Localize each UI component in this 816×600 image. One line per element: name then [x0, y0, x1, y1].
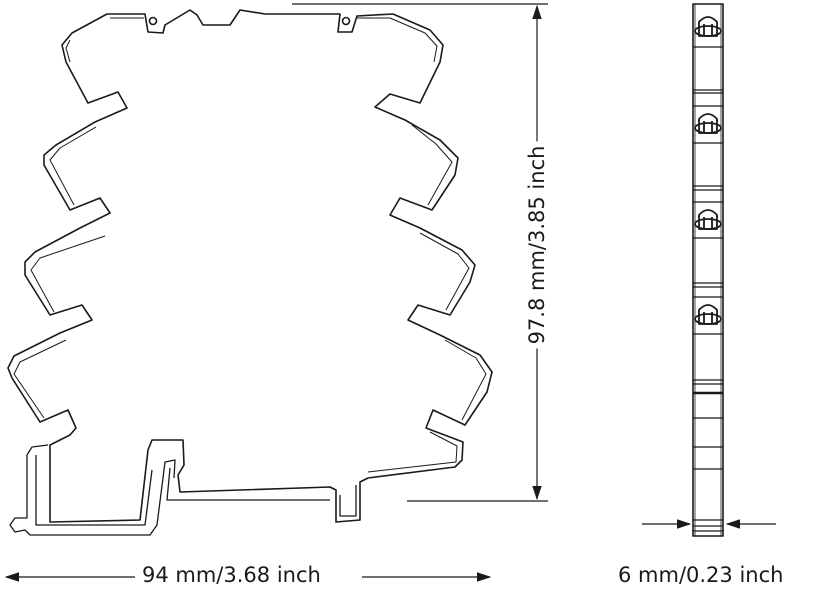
terminal-clip-icon [694, 113, 722, 134]
width-dimension-label: 94 mm/3.68 inch [138, 563, 325, 587]
housing-front-view-outline [7, 9, 493, 523]
screw-icon [341, 16, 351, 26]
housing-side-view [692, 3, 724, 537]
din-rail-foot [9, 444, 357, 536]
terminal-clip-icon [694, 304, 722, 325]
screw-icon [148, 16, 158, 26]
height-dimension-label: 97.8 mm/3.85 inch [525, 141, 549, 349]
terminal-clip-icon [694, 209, 722, 230]
depth-dimension-label: 6 mm/0.23 inch [614, 563, 788, 587]
housing-inner-line [13, 17, 487, 473]
terminal-clip-icon [694, 16, 722, 37]
